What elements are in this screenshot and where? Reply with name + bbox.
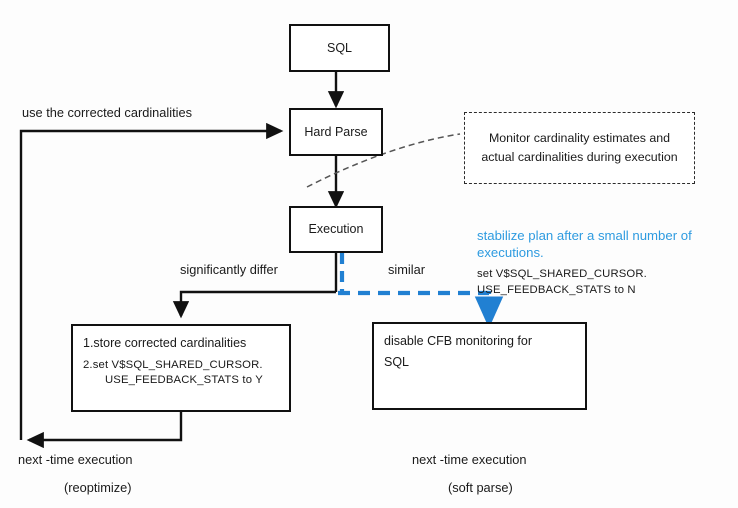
node-disable-cfb-monitoring[interactable]: disable CFB monitoring for SQL [372, 322, 587, 410]
note-monitor-cardinality: Monitor cardinality estimates and actual… [464, 112, 695, 184]
node-sql[interactable]: SQL [289, 24, 390, 72]
footer-left-line1: next -time execution [18, 452, 133, 467]
node-execution-label: Execution [308, 222, 364, 237]
edge-branch-to-right-box [338, 290, 504, 329]
right-box-line2: SQL [384, 354, 410, 369]
edge-branch-to-left-box [172, 290, 336, 319]
note-stabilize-plan-line2: USE_FEEDBACK_STATS to N [477, 284, 636, 296]
footer-right-line2: (soft parse) [448, 480, 513, 495]
note-stabilize-plan-headline: stabilize plan after a small number of e… [477, 228, 692, 260]
right-box-line1: disable CFB monitoring for [384, 334, 532, 348]
note-stabilize-plan-line1: set V$SQL_SHARED_CURSOR. [477, 268, 647, 280]
footer-right-line1: next -time execution [412, 452, 527, 467]
node-execution[interactable]: Execution [289, 206, 383, 253]
label-significantly-differ: significantly differ [180, 262, 278, 277]
node-sql-label: SQL [326, 40, 352, 55]
node-hard-parse-label: Hard Parse [304, 124, 368, 139]
left-box-line2: 2.set V$SQL_SHARED_CURSOR. [83, 358, 263, 371]
note-monitor-cardinality-text: Monitor cardinality estimates and actual… [481, 131, 678, 164]
left-box-line3: USE_FEEDBACK_STATS to Y [105, 374, 263, 387]
edge-feedback-loop [26, 412, 183, 449]
label-similar: similar [388, 262, 425, 277]
footer-left-line2: (reoptimize) [64, 480, 132, 495]
left-box-line1: 1.store corrected cardinalities [83, 336, 247, 350]
node-store-corrected-cardinalities[interactable]: 1.store corrected cardinalities 2.set V$… [71, 324, 291, 412]
label-use-corrected-cardinalities: use the corrected cardinalities [22, 105, 193, 120]
node-hard-parse[interactable]: Hard Parse [289, 108, 383, 156]
